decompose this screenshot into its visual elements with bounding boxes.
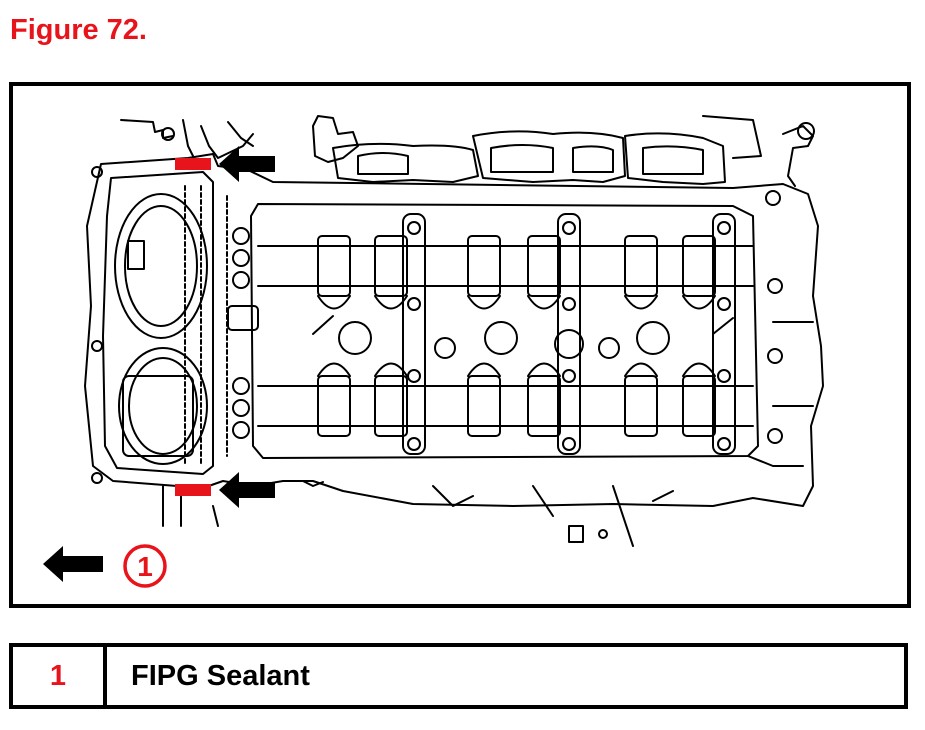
legend-number: 1 xyxy=(13,647,107,705)
legend-table: 1 FIPG Sealant xyxy=(9,643,908,709)
figure-title: Figure 72. xyxy=(10,14,147,46)
arrow-left-icon xyxy=(219,472,275,508)
sealant-mark-bottom xyxy=(175,484,211,496)
callout-circle xyxy=(123,544,167,588)
arrow-left-icon xyxy=(219,146,275,182)
engine-head-diagram: 1 xyxy=(9,82,911,608)
arrow-left-icon xyxy=(43,546,103,582)
callout-number: 1 xyxy=(137,551,153,582)
cylinder-head-drawing: 1 xyxy=(43,115,824,588)
sealant-mark-top xyxy=(175,158,211,170)
legend-label: FIPG Sealant xyxy=(131,659,310,692)
